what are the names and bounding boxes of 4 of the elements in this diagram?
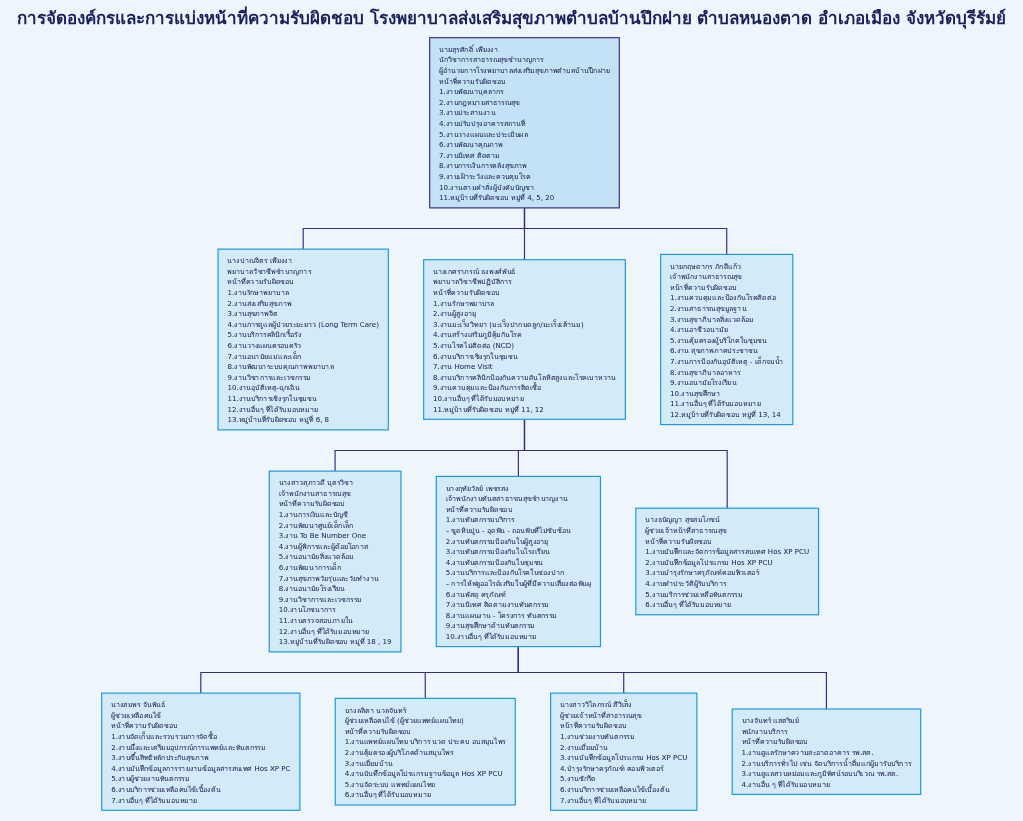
connector xyxy=(524,418,729,509)
connector xyxy=(518,646,828,710)
title: การจัดองค์กรและการแบ่งหน้าที่ความรับผิดชอบ โรงพยาบาลส่งเสริมสุขภาพตำบลบ้านปึกฝาย ตำบลหนองตาด อำเภอเมือง จังหวัดบุรีรัมย์ xyxy=(15,5,1008,31)
connector xyxy=(524,207,728,255)
